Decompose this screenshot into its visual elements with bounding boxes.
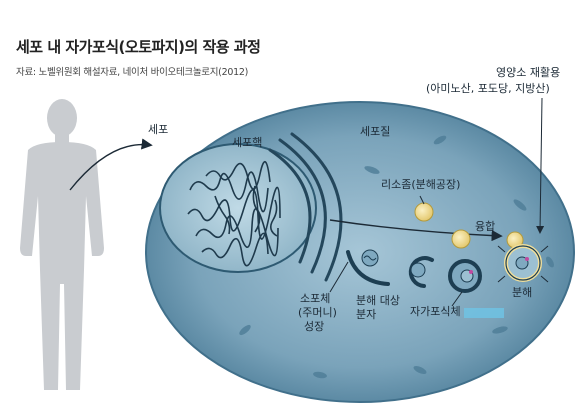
chromatin xyxy=(187,161,281,267)
label-recycling-line2: (아미노산, 포도당, 지방산) xyxy=(426,82,550,95)
label-phagophore-line3: 성장 xyxy=(304,320,324,333)
recycling-pointer xyxy=(536,97,545,234)
degradation-vesicle xyxy=(497,244,549,283)
human-silhouette-icon xyxy=(20,99,104,390)
label-target-line1: 분해 대상 xyxy=(356,293,400,307)
phagophore xyxy=(346,250,390,286)
page-title: 세포 내 자가포식(오토파지)의 작용 과정 xyxy=(16,38,261,56)
label-fusion: 융합 xyxy=(475,220,495,233)
label-recycling-line1: 영양소 재활용 xyxy=(496,65,560,79)
lysosome-pointer xyxy=(419,195,425,205)
process-arrow xyxy=(329,219,503,242)
endoplasmic-reticulum xyxy=(268,132,343,282)
organelles xyxy=(239,135,554,379)
label-degradation: 분해 xyxy=(512,285,532,299)
label-target-line2: 분자 xyxy=(356,308,376,321)
label-cell: 세포 xyxy=(148,123,168,136)
autophagosome-pointer xyxy=(451,291,463,307)
forming-autophagosome xyxy=(408,256,434,288)
nucleus xyxy=(159,143,317,273)
autophagosome xyxy=(448,259,482,293)
lysosomes xyxy=(414,202,524,249)
target-molecule xyxy=(361,249,379,267)
accent-bar xyxy=(464,308,504,318)
label-phagophore-line1: 소포체 xyxy=(300,292,330,305)
label-autophagosome: 자가포식체 xyxy=(410,305,461,318)
source-note: 자료: 노벨위원회 해설자료, 네이처 바이오테크놀로지(2012) xyxy=(16,67,248,78)
label-lysosome: 리소좀(분해공장) xyxy=(381,177,460,191)
label-phagophore-line2: (주머니) xyxy=(298,306,337,319)
arrow-icon xyxy=(69,138,153,191)
label-nucleus: 세포핵 xyxy=(232,136,262,149)
label-cytoplasm: 세포질 xyxy=(360,125,390,138)
phagophore-pointer xyxy=(329,261,349,293)
